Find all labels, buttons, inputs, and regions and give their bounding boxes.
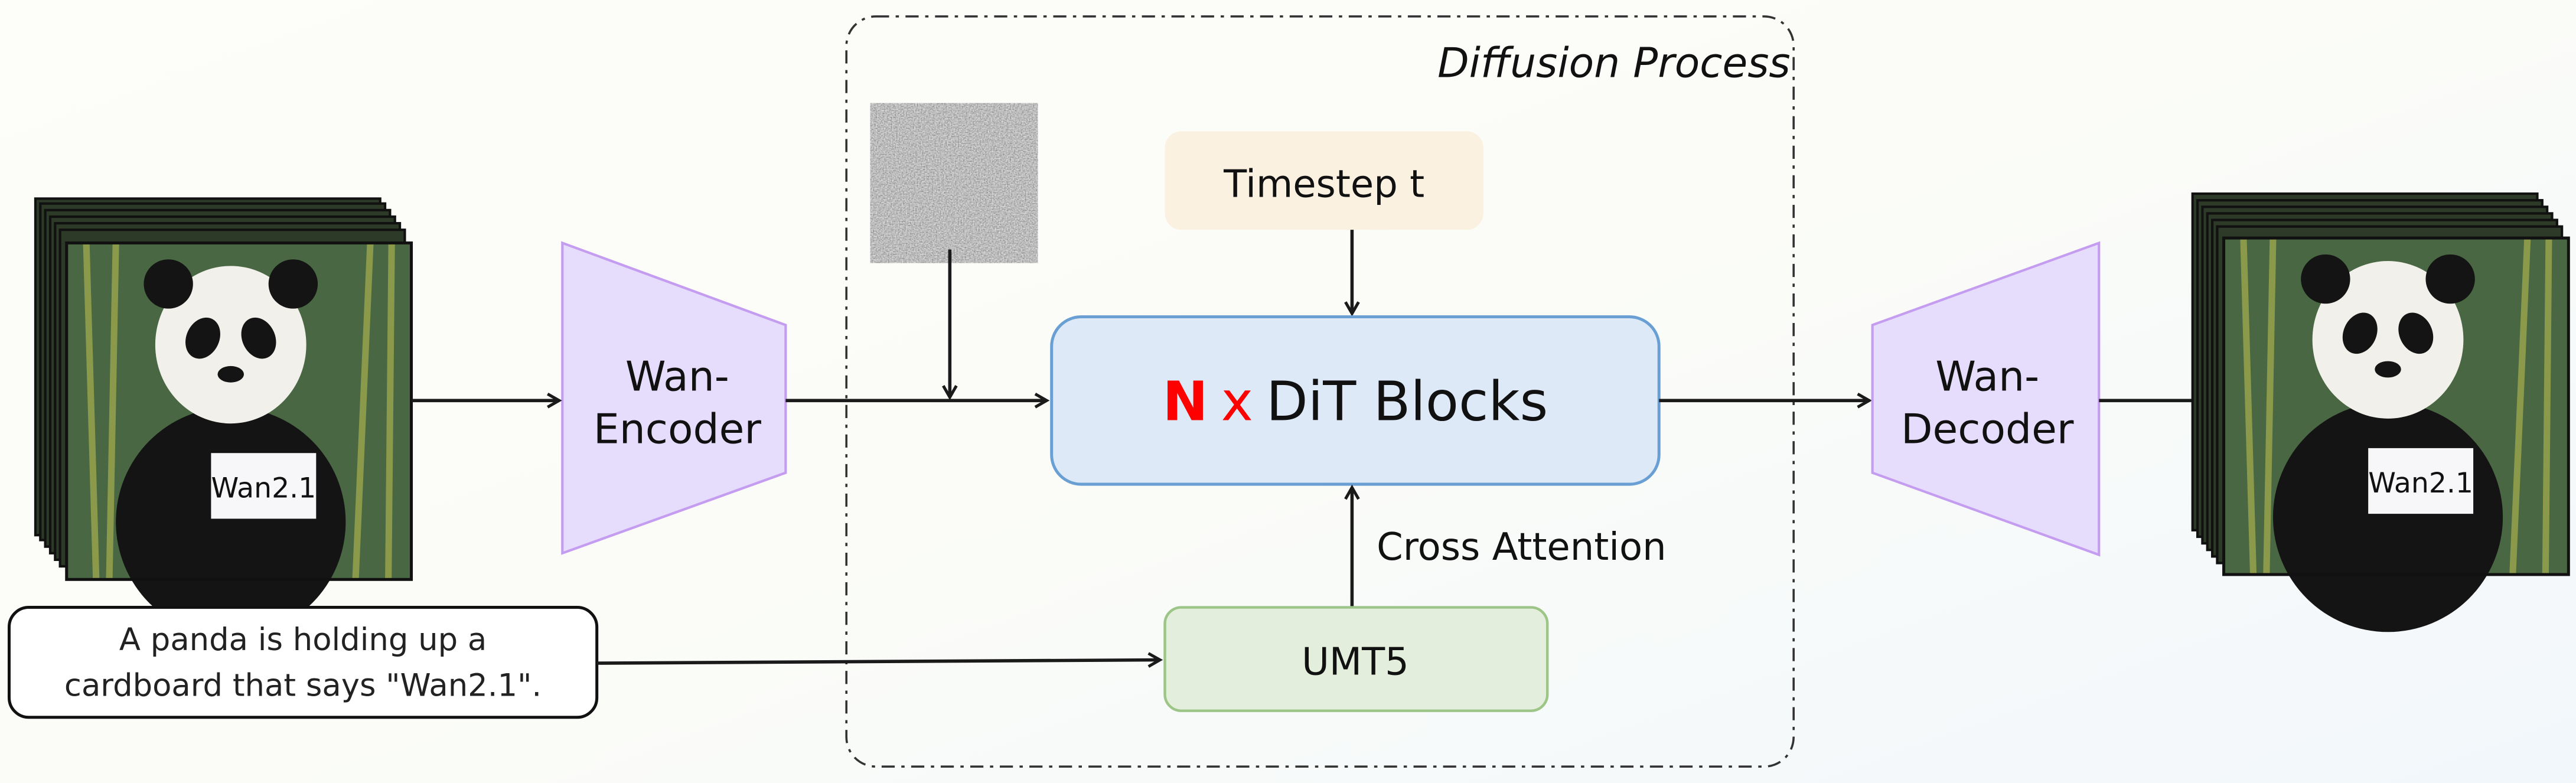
sign-text: Wan2.1 [211,472,316,504]
dit-x: x [1221,370,1253,433]
output-video-frames [2191,192,2569,632]
dit-n: N [1163,370,1208,433]
prompt-line1: A panda is holding up a [119,622,487,658]
prompt-line2: cardboard that says "Wan2.1". [64,668,542,704]
decoder-label-line2: Decoder [1901,406,2074,454]
cross-attention-label: Cross Attention [1377,526,1667,569]
encoder-label-line2: Encoder [594,406,762,454]
decoder-label-line1: Wan- [1935,353,2039,401]
dit-label: DiT Blocks [1266,370,1548,433]
panda-frame: Wan2.1 [66,243,412,637]
input-video-frames: Wan2.1 [34,197,413,637]
encoder-label-line1: Wan- [625,353,729,401]
timestep-box [1165,131,1483,230]
noise-image [884,116,1024,250]
diffusion-process-boundary [845,15,1795,768]
wan-encoder [561,241,787,555]
umt5-label: UMT5 [1302,641,1409,684]
output-panda-frame [2224,238,2569,632]
arrow-prompt-to-umt5 [596,652,1163,668]
dit-blocks-box [1050,315,1661,486]
diffusion-process-label: Diffusion Process [1437,40,1790,87]
umt5-box [1163,606,1549,712]
timestep-label: Timestep t [1223,163,1424,207]
wan-decoder [1871,241,2101,557]
